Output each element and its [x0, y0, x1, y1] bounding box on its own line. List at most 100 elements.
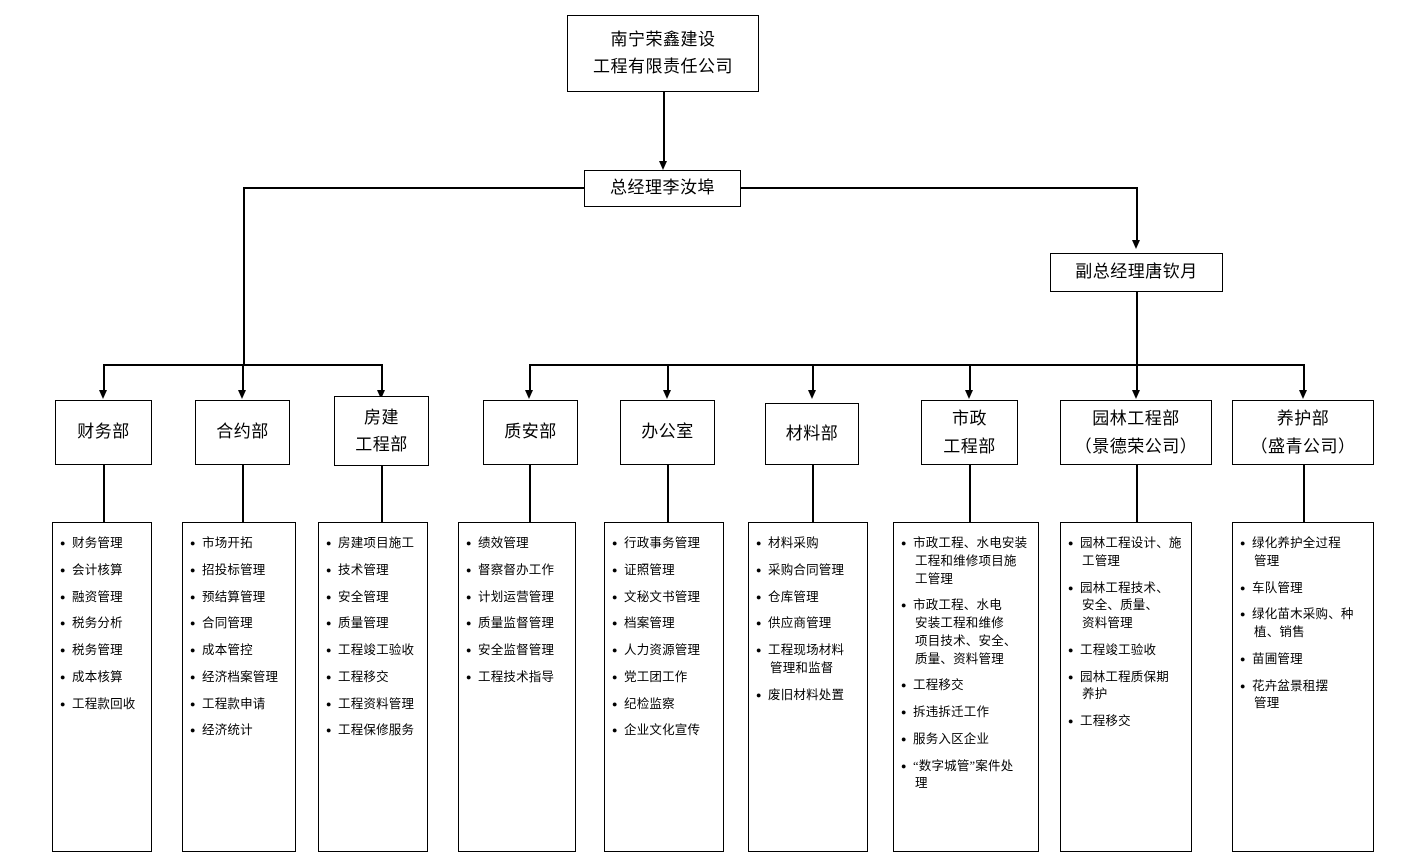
bullet-icon: ●: [190, 698, 196, 709]
arrow-to-maintenance: [1299, 390, 1307, 399]
connector-drop-finance: [103, 364, 105, 394]
bullet-icon: ●: [326, 618, 332, 629]
duty-item-label: 融资管理: [72, 589, 123, 604]
connector-deputy-drop: [1136, 292, 1138, 365]
company-box[interactable]: 南宁荣鑫建设 工程有限责任公司: [567, 15, 759, 92]
department-box-finance[interactable]: 财务部: [55, 400, 152, 465]
duty-item-label: 行政事务管理: [624, 536, 701, 550]
duty-item: ●质量监督管理: [466, 615, 567, 633]
duty-box-material[interactable]: ●材料采购●采购合同管理●仓库管理●供应商管理●工程现场材料管理和监督●废旧材料…: [748, 522, 868, 852]
duty-item: ● 工程保修服务: [326, 722, 419, 740]
duty-item: ●“数字城管”案件处理: [901, 758, 1030, 794]
duty-item-label: 仓库管理: [768, 589, 819, 604]
duty-item: ● 市政工程、水电安装工程和维修项目技术、安全、质量、资料管理: [901, 597, 1030, 668]
duty-item-label: 绿化养护全过程管理: [1252, 536, 1341, 568]
duty-list-municipal-engineering: ●市政工程、水电安装工程和维修项目施工管理●市政工程、水电安装工程和维修项目技术…: [901, 535, 1030, 793]
duty-item: ● 房建项目施工: [326, 535, 419, 553]
duty-item-label: 招投标管理: [202, 562, 266, 577]
department-box-office[interactable]: 办公室: [620, 400, 715, 465]
duty-item: ●人力资源管理: [612, 642, 715, 660]
general-manager-label: 总经理李汝埠: [610, 178, 715, 198]
bullet-icon: ●: [326, 725, 332, 736]
bullet-icon: ●: [60, 698, 66, 709]
bullet-icon: ●: [1068, 671, 1074, 682]
bullet-icon: ●: [612, 564, 618, 575]
duty-item-label: 工程移交: [1080, 714, 1131, 728]
duty-item-label: 工程资料管理: [338, 696, 415, 711]
stem-finance: [103, 465, 105, 523]
bullet-icon: ●: [466, 671, 472, 682]
duty-item-label: 废旧材料处置: [768, 687, 845, 702]
duty-list-landscape-engineering: ●园林工程设计、施工管理●园林工程技术、安全、质量、资料管理●工程竣工验收●园林…: [1068, 535, 1183, 731]
bullet-icon: ●: [466, 645, 472, 655]
bullet-icon: ●: [612, 645, 618, 655]
duty-list-finance: ●财务管理●会计核算●融资管理●税务分析●税务管理●成本核算●工程款回收: [60, 535, 143, 713]
duty-item-label: 成本核算: [72, 669, 123, 684]
bullet-icon: ●: [1068, 582, 1074, 593]
duty-item-label: 合同管理: [202, 616, 253, 631]
department-box-maintenance[interactable]: 养护部 （盛青公司）: [1232, 400, 1374, 465]
duty-box-municipal-engineering[interactable]: ●市政工程、水电安装工程和维修项目施工管理●市政工程、水电安装工程和维修项目技术…: [893, 522, 1039, 852]
bullet-icon: ●: [326, 698, 332, 709]
connector-drop-maintenance: [1303, 364, 1305, 394]
connector-gm-to-deputy: [1136, 187, 1138, 243]
duty-box-maintenance[interactable]: ●绿化养护全过程管理●车队管理●绿化苗木采购、种植、销售●苗圃管理●花卉盆景租摆…: [1232, 522, 1374, 852]
arrow-to-material: [808, 390, 816, 399]
bullet-icon: ●: [190, 671, 196, 682]
bullet-icon: ●: [901, 733, 907, 744]
duty-item: ●质量管理: [326, 615, 419, 633]
bullet-icon: ●: [326, 591, 332, 602]
duty-item: ●绩效管理: [466, 535, 567, 553]
duty-item: ● 仓库管理: [756, 589, 859, 607]
bullet-icon: ●: [326, 538, 332, 548]
bullet-icon: ●: [466, 564, 472, 575]
duty-item-label: 技术管理: [338, 562, 389, 577]
bullet-icon: ●: [901, 707, 907, 717]
duty-item-label: 市政工程、水电安装工程和维修项目技术、安全、质量、资料管理: [913, 598, 1017, 666]
stem-landscape: [1136, 465, 1138, 523]
duty-box-contract[interactable]: ●市场开拓●招投标管理●预结算管理●合同管理●成本管控●经济档案管理●工程款申请…: [182, 522, 296, 852]
department-box-contract[interactable]: 合约部: [195, 400, 290, 465]
duty-box-office[interactable]: ●行政事务管理●证照管理●文秘文书管理●档案管理●人力资源管理●党工团工作●纪检…: [604, 522, 724, 852]
duty-item-label: 工程移交: [338, 669, 389, 684]
general-manager-box[interactable]: 总经理李汝埠: [584, 170, 741, 207]
duty-item: ●采购合同管理: [756, 562, 859, 580]
duty-box-building-engineering[interactable]: ●房建项目施工●技术管理●安全管理●质量管理●工程竣工验收●工程移交●工程资料管…: [318, 522, 428, 852]
department-label-material: 材料部: [785, 423, 839, 443]
department-box-municipal-engineering[interactable]: 市政 工程部: [921, 400, 1018, 465]
deputy-general-manager-box[interactable]: 副总经理唐钦月: [1050, 253, 1223, 292]
duty-box-quality-safety[interactable]: ●绩效管理●督察督办工作●计划运营管理●质量监督管理●安全监督管理●工程技术指导: [458, 522, 576, 852]
duty-item: ●绿化养护全过程管理: [1240, 535, 1365, 571]
department-box-material[interactable]: 材料部: [765, 403, 859, 465]
bullet-icon: ●: [901, 600, 907, 611]
arrow-to-municipal: [965, 390, 973, 399]
duty-item-label: 材料采购: [768, 536, 819, 550]
bullet-icon: ●: [60, 645, 66, 655]
duty-item-label: 绩效管理: [478, 536, 529, 550]
duty-item-label: 工程保修服务: [338, 723, 415, 738]
duty-item-label: 市场开拓: [202, 536, 253, 550]
duty-item: ●材料采购: [756, 535, 859, 553]
duty-item: ●税务管理: [60, 642, 143, 660]
bullet-icon: ●: [756, 591, 762, 602]
duty-list-office: ●行政事务管理●证照管理●文秘文书管理●档案管理●人力资源管理●党工团工作●纪检…: [612, 535, 715, 740]
duty-box-finance[interactable]: ●财务管理●会计核算●融资管理●税务分析●税务管理●成本核算●工程款回收: [52, 522, 152, 852]
duty-item-label: 拆违拆迁工作: [913, 705, 990, 719]
duty-box-landscape-engineering[interactable]: ●园林工程设计、施工管理●园林工程技术、安全、质量、资料管理●工程竣工验收●园林…: [1060, 522, 1192, 852]
stem-office: [667, 465, 669, 523]
duty-item-label: 园林工程质保期养护: [1080, 669, 1169, 702]
duty-item-label: 工程移交: [913, 678, 964, 693]
arrow-to-landscape: [1132, 390, 1140, 399]
duty-item-label: 党工团工作: [624, 669, 688, 684]
department-box-quality-safety[interactable]: 质安部: [483, 400, 578, 465]
department-box-building-engineering[interactable]: 房建 工程部: [334, 396, 429, 466]
duty-item-label: 经济档案管理: [202, 669, 279, 684]
bullet-icon: ●: [326, 671, 332, 682]
duty-item-label: “数字城管”案件处理: [913, 758, 1014, 791]
bullet-icon: ●: [612, 618, 618, 629]
duty-item-label: 督察督办工作: [478, 562, 555, 577]
duty-item-label: 房建项目施工: [338, 536, 415, 550]
department-box-landscape-engineering[interactable]: 园林工程部 （景德荣公司）: [1060, 400, 1212, 465]
duty-item-label: 经济统计: [202, 723, 253, 738]
duty-item-label: 工程款申请: [202, 696, 266, 711]
